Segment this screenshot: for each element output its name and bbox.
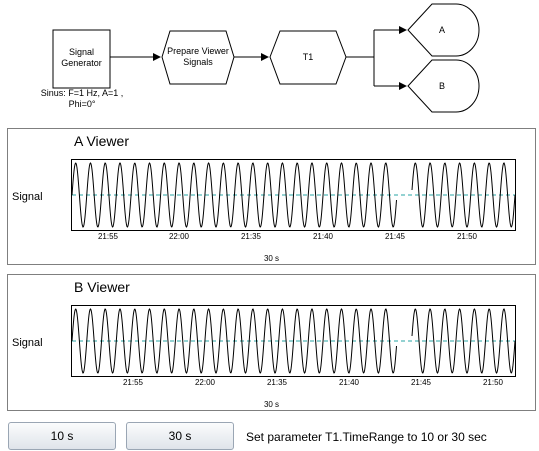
output-a-label: A bbox=[438, 25, 445, 35]
x-tick-label: 21:35 bbox=[266, 378, 288, 387]
a-viewer-ylabel: Signal bbox=[12, 191, 43, 203]
x-tick-label: 21:40 bbox=[338, 378, 360, 387]
flow-diagram-svg bbox=[52, 3, 480, 113]
b-viewer-title: B Viewer bbox=[74, 279, 130, 295]
x-tick-label: 22:00 bbox=[168, 232, 190, 241]
x-tick-label: 21:55 bbox=[122, 378, 144, 387]
signal-trace bbox=[72, 308, 515, 374]
a-viewer-signal-svg bbox=[72, 162, 515, 228]
time-range-hint: Set parameter T1.TimeRange to 10 or 30 s… bbox=[246, 430, 487, 444]
a-viewer-x-ticks: 21:55 22:00 21:35 21:40 21:45 21:50 bbox=[71, 232, 516, 244]
b-viewer-ylabel: Signal bbox=[12, 337, 43, 349]
b-viewer-time-span: 30 s bbox=[263, 400, 280, 409]
x-tick-label: 21:50 bbox=[482, 378, 504, 387]
a-viewer-panel: A Viewer Signal 21:55 22:00 21:35 21:40 … bbox=[7, 128, 536, 265]
set-30s-button[interactable]: 30 s bbox=[126, 422, 234, 450]
x-tick-label: 21:55 bbox=[97, 232, 119, 241]
signal-generator-label: Signal Generator bbox=[61, 47, 102, 68]
signal-trace bbox=[72, 162, 515, 228]
set-10s-button[interactable]: 10 s bbox=[8, 422, 116, 450]
b-viewer-signal-svg bbox=[72, 308, 515, 374]
x-tick-label: 21:40 bbox=[312, 232, 334, 241]
a-viewer-title: A Viewer bbox=[74, 133, 129, 149]
x-tick-label: 21:45 bbox=[410, 378, 432, 387]
a-viewer-plot[interactable] bbox=[71, 159, 516, 231]
flow-diagram: Signal Generator Sinus: F=1 Hz, A=1 , Ph… bbox=[0, 0, 539, 122]
output-a-block[interactable] bbox=[407, 3, 480, 57]
signal-generator-caption: Sinus: F=1 Hz, A=1 , Phi=0° bbox=[40, 88, 124, 109]
a-viewer-time-span: 30 s bbox=[263, 254, 280, 263]
b-viewer-plot[interactable] bbox=[71, 305, 516, 377]
b-viewer-x-ticks: 21:55 22:00 21:35 21:40 21:45 21:50 bbox=[71, 378, 516, 390]
prepare-viewer-signals-label: Prepare Viewer Signals bbox=[167, 46, 229, 67]
x-tick-label: 21:45 bbox=[384, 232, 406, 241]
x-tick-label: 21:50 bbox=[456, 232, 478, 241]
output-b-block[interactable] bbox=[407, 59, 480, 113]
x-tick-label: 21:35 bbox=[240, 232, 262, 241]
b-viewer-panel: B Viewer Signal 21:55 22:00 21:35 21:40 … bbox=[7, 274, 536, 411]
signal-generator-block[interactable] bbox=[52, 29, 111, 89]
t1-label: T1 bbox=[302, 52, 314, 62]
output-b-label: B bbox=[438, 81, 445, 91]
x-tick-label: 22:00 bbox=[194, 378, 216, 387]
